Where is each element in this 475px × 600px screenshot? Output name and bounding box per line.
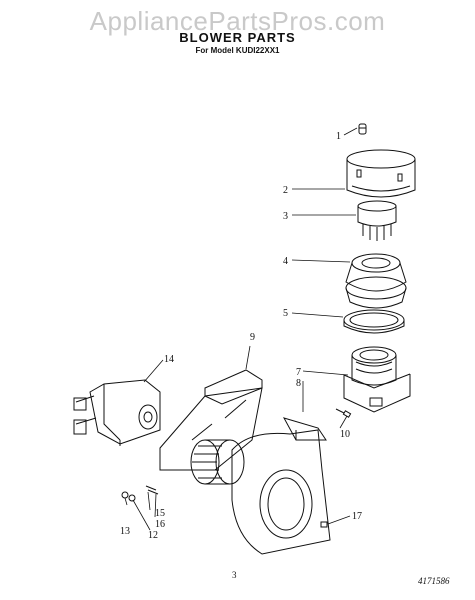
part-motor-housing xyxy=(345,253,407,309)
part-motor xyxy=(73,379,161,446)
page-subtitle: For Model KUDI22XX1 xyxy=(195,46,280,55)
part-gasket-ring xyxy=(343,309,405,334)
leader-lines xyxy=(124,127,358,531)
watermark: AppliancePartsPros.com xyxy=(89,6,386,36)
callout-7: 7 xyxy=(296,367,301,378)
part-blower-housing xyxy=(231,417,331,555)
part-motor-mount xyxy=(343,346,411,413)
document-number: 4171586 xyxy=(418,576,450,586)
part-blower-wheel xyxy=(190,439,245,485)
part-motor-cap xyxy=(346,149,416,198)
callout-10: 10 xyxy=(340,429,350,440)
page-number: 3 xyxy=(232,570,237,580)
part-terminal-block xyxy=(357,200,397,241)
part-screw xyxy=(358,123,367,135)
callout-1: 1 xyxy=(336,131,341,142)
callout-5: 5 xyxy=(283,308,288,319)
callout-9: 9 xyxy=(250,332,255,343)
callout-8: 8 xyxy=(296,378,301,389)
part-small-screw xyxy=(335,408,352,418)
callout-12: 12 xyxy=(148,530,158,541)
page-title: BLOWER PARTS xyxy=(179,30,296,45)
part-hardware-small xyxy=(121,485,328,528)
callout-3: 3 xyxy=(283,211,288,222)
callout-13: 13 xyxy=(120,526,130,537)
part-bracket-shroud xyxy=(159,369,263,471)
callout-17: 17 xyxy=(352,511,362,522)
callout-2: 2 xyxy=(283,185,288,196)
callout-15: 15 xyxy=(155,508,165,519)
callout-16: 16 xyxy=(155,519,165,530)
callout-14: 14 xyxy=(164,354,174,365)
callout-4: 4 xyxy=(283,256,288,267)
